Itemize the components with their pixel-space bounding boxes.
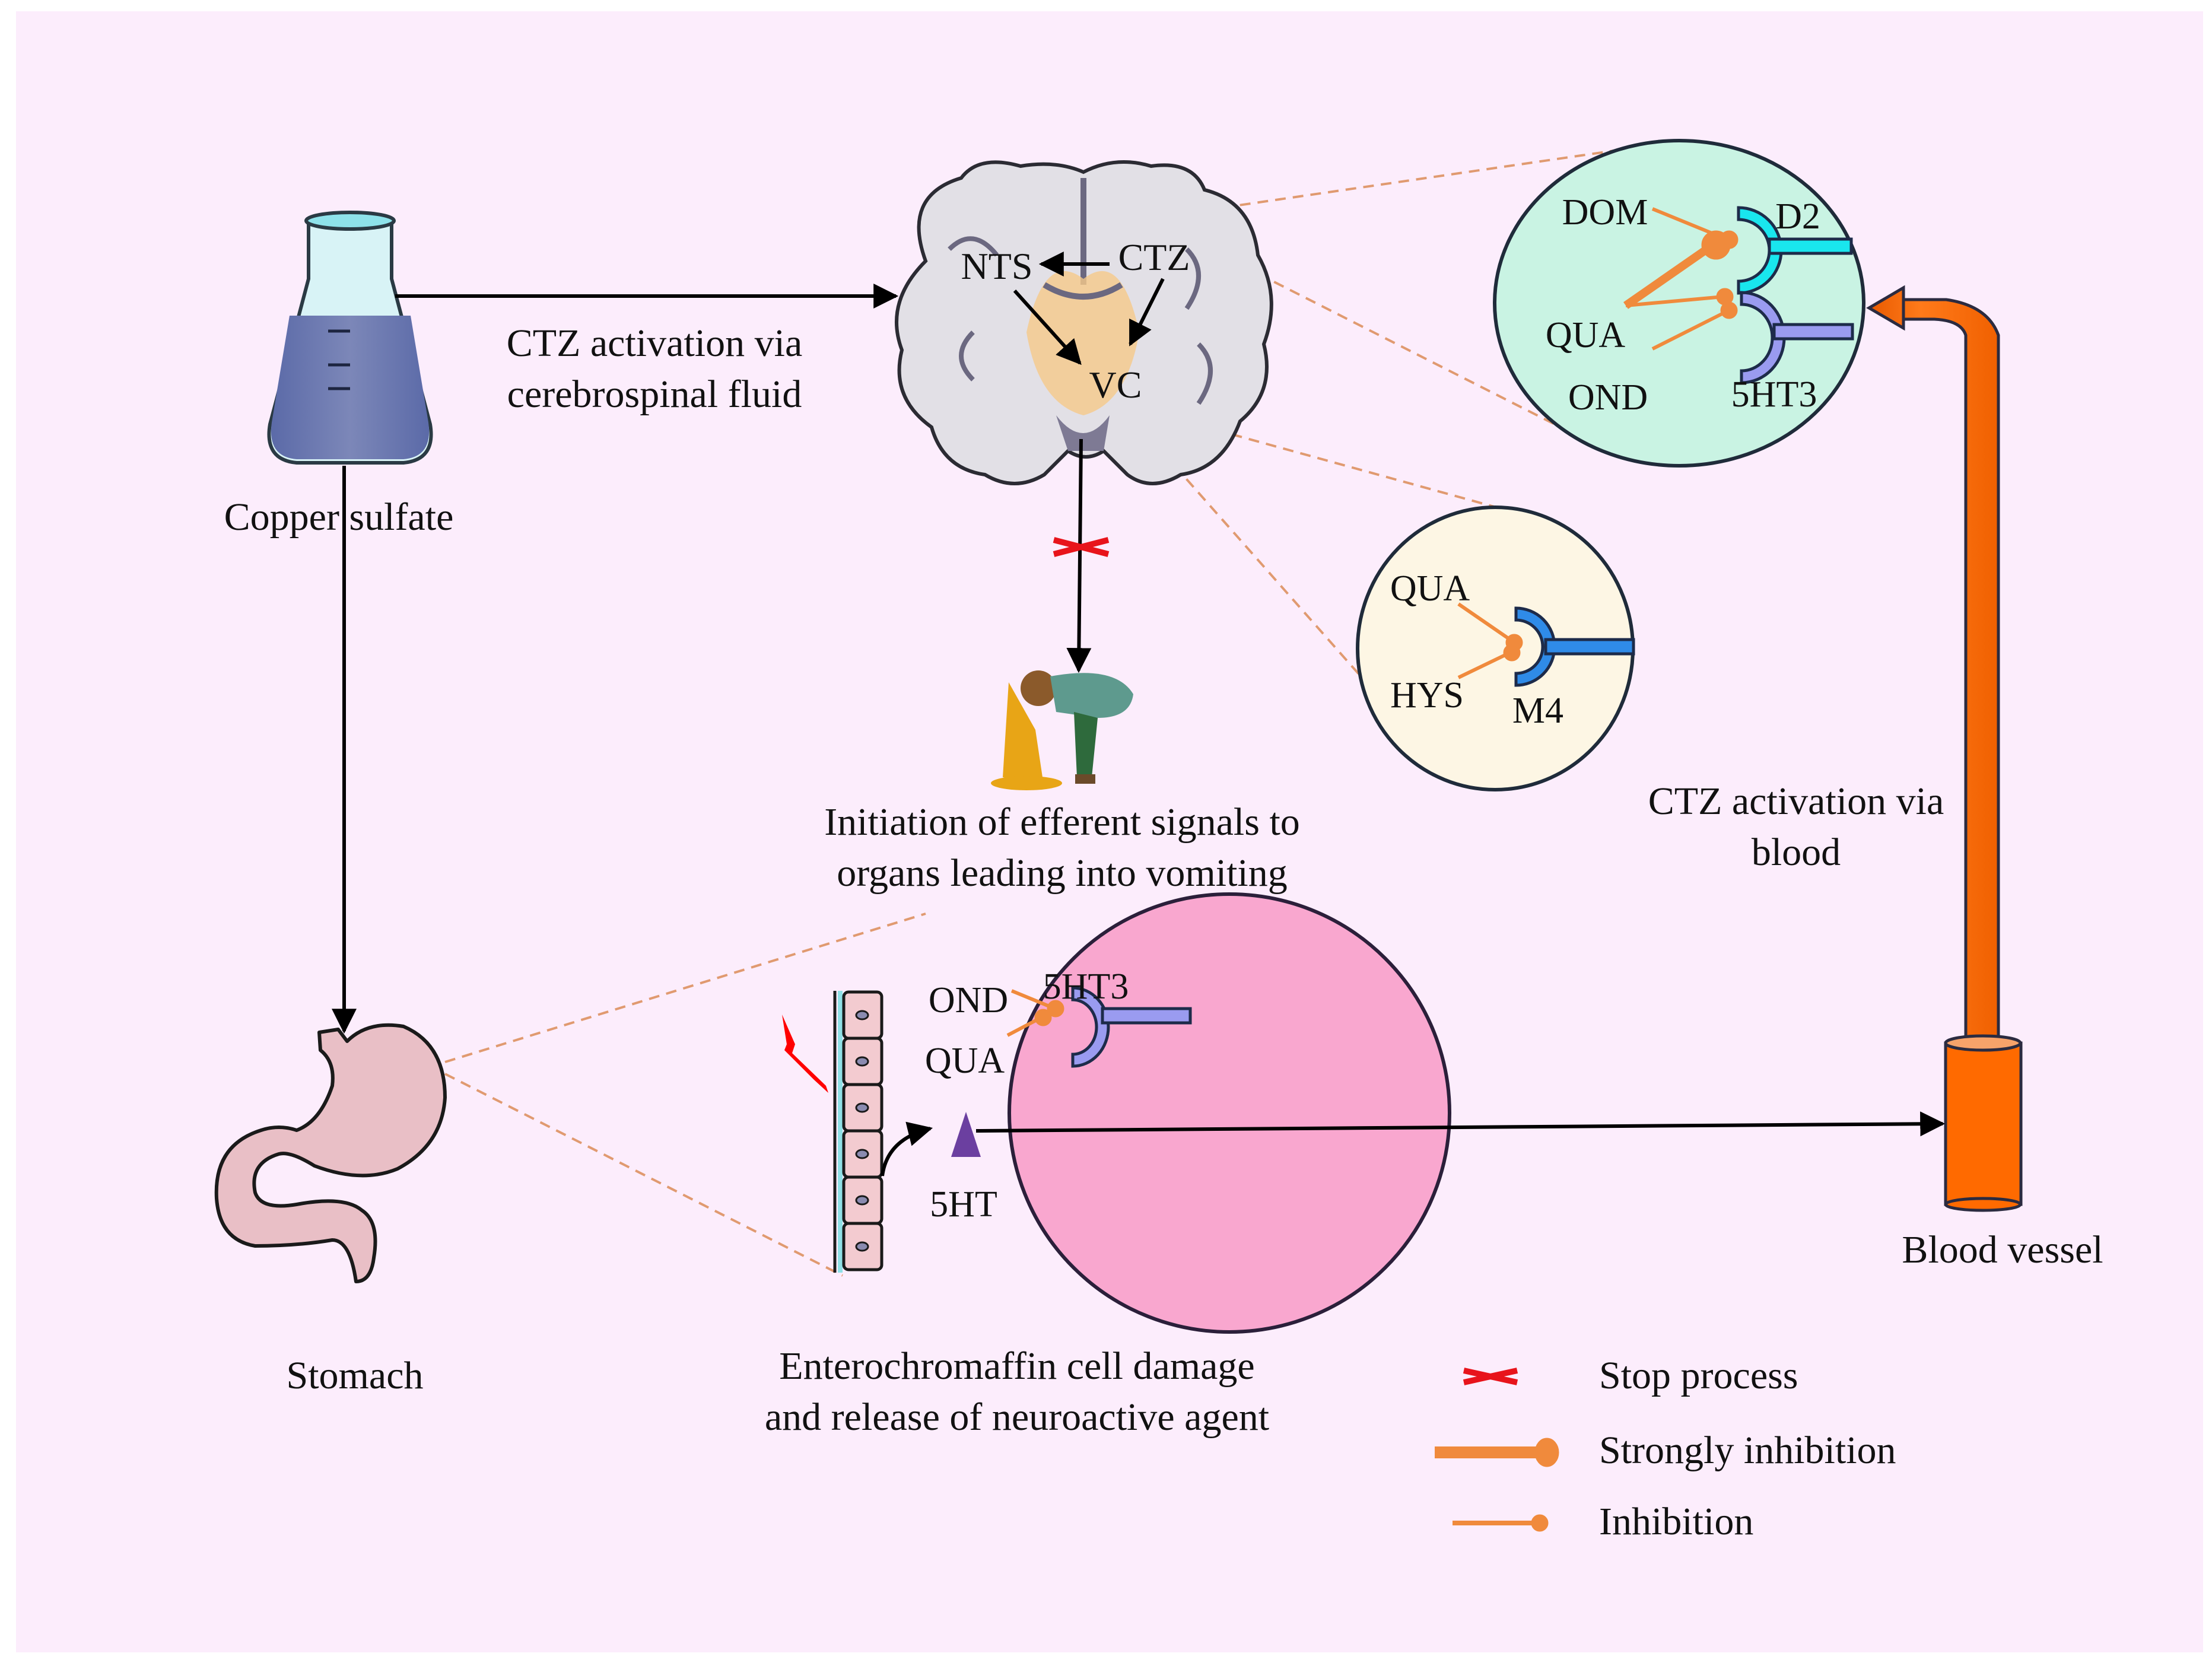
serotonin-label: 5HT (930, 1184, 997, 1225)
brain-label-vc: VC (1089, 364, 1142, 406)
legend: Stop process Strongly inhibition Inhibit… (1435, 1354, 1896, 1543)
m4-receptor (1514, 606, 1556, 687)
legend-strong-inhibition-icon (1435, 1438, 1559, 1467)
ht3-receptor-label: 5HT3 (1731, 374, 1817, 415)
d2-circle-drug-ond: OND (1568, 377, 1648, 418)
ec-caption-line1: Enterochromaffin cell damage (779, 1344, 1254, 1388)
flask-icon (267, 211, 433, 465)
d2-5ht3-zoom-circle (1493, 139, 1865, 468)
gut-circle-drug-ond: OND (929, 980, 1008, 1020)
d2-receptor-label: D2 (1775, 196, 1820, 237)
stop-process-mark (1053, 537, 1110, 557)
vomit-caption-line2: organs leading into vomiting (837, 851, 1288, 895)
brain-label-ctz: CTZ (1118, 236, 1190, 278)
d2-receptor (1737, 206, 1783, 295)
legend-strong-inhibition-label: Strongly inhibition (1599, 1429, 1896, 1472)
serotonin-triangle (951, 1112, 981, 1157)
stomach-label: Stomach (287, 1354, 424, 1397)
gut-zoom-circle (782, 892, 1451, 1334)
vomit-caption-line1: Initiation of efferent signals to (824, 800, 1300, 844)
gut-ht3-receptor-label: 5HT3 (1043, 966, 1129, 1007)
stomach-icon (214, 1023, 447, 1283)
ec-caption-line2: and release of neuroactive agent (765, 1395, 1269, 1439)
blood-caption-line1: CTZ activation via (1648, 780, 1944, 823)
ht3-receptor (1740, 291, 1786, 384)
enterochromaffin-cells (842, 990, 883, 1271)
blood-vessel-label: Blood vessel (1902, 1228, 2103, 1271)
damage-lightning-icon (782, 1015, 828, 1093)
csf-caption-line1: CTZ activation via (507, 322, 803, 365)
copper-sulfate-label: Copper sulfate (224, 495, 454, 539)
csf-caption-line2: cerebrospinal fluid (507, 373, 802, 416)
legend-stop-icon (1463, 1368, 1518, 1385)
d2-circle-drug-dom: DOM (1562, 192, 1648, 233)
m4-circle-drug-qua: QUA (1390, 568, 1470, 609)
brain-to-vomit-arrow (1066, 438, 1092, 673)
legend-inhibition-label: Inhibition (1599, 1500, 1753, 1543)
release-curve-arrow (881, 1121, 933, 1177)
brain-icon (895, 160, 1273, 485)
brain-arrows (1013, 252, 1165, 365)
legend-inhibition-icon (1453, 1514, 1549, 1532)
serotonin-to-blood-arrow (975, 1111, 1946, 1137)
blood-caption-line2: blood (1752, 831, 1841, 874)
m4-circle-drug-hys: HYS (1390, 675, 1464, 716)
legend-stop-label: Stop process (1599, 1354, 1798, 1397)
blood-vessel-icon (1866, 285, 2023, 1212)
m4-zoom-circle (1356, 505, 1635, 791)
blood-route-arrow (1866, 285, 2000, 1045)
brain-label-nts: NTS (961, 245, 1033, 287)
gut-circle-drug-qua: QUA (925, 1041, 1005, 1081)
gut-ht3-receptor (1071, 986, 1110, 1068)
m4-receptor-label: M4 (1512, 691, 1563, 731)
d2-circle-drug-qua: QUA (1546, 315, 1626, 355)
vomiting-person-icon (991, 670, 1133, 790)
